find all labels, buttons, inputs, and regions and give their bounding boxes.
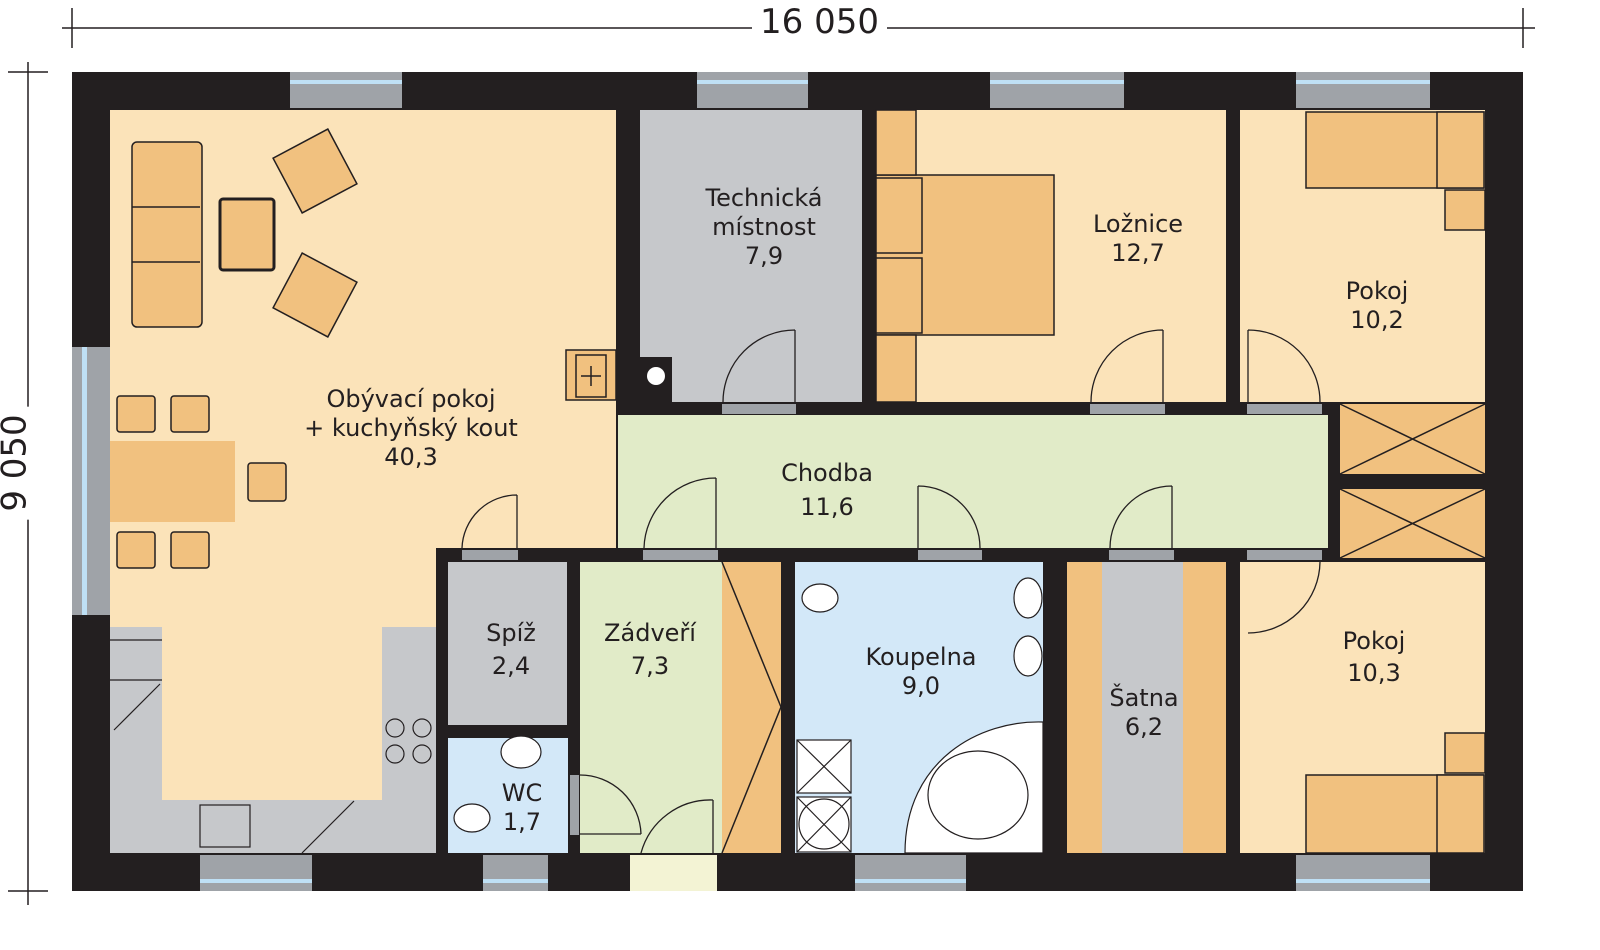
nightstand [1444,189,1486,231]
room-technical [640,110,862,402]
chair [170,395,210,433]
dining-table [110,441,235,522]
width-dimension: 16 050 [752,2,887,42]
room-pantry [448,562,567,725]
nightstand [875,334,917,403]
door-thresholds [462,404,1322,835]
entrance-door-threshold [630,855,717,891]
window [1296,72,1430,108]
window [483,855,548,891]
toilet [453,803,491,833]
chair [247,462,287,502]
closet-shelf-right [1183,562,1226,853]
kitchen-counter-right [382,627,436,800]
nightstand [875,109,917,176]
chair [170,531,210,569]
hob [385,718,405,738]
washbasin [500,735,542,769]
room-entry [580,562,722,853]
coffee-table [218,197,276,272]
window [990,72,1124,108]
doors [461,329,1321,854]
toilet [801,583,839,613]
room-hallway [618,415,1328,548]
entry-wardrobe [722,562,781,853]
window [200,855,312,891]
washbasin [1013,577,1043,619]
window [1296,855,1430,891]
nightstand [1444,732,1486,774]
washbasin [1013,635,1043,677]
armchair [272,252,358,338]
window [855,855,966,891]
window [697,72,808,108]
chair [116,395,156,433]
armchair [272,128,358,214]
sink [199,804,251,848]
window-left [72,347,110,615]
chair [116,531,156,569]
sofa [131,141,203,328]
window [290,72,402,108]
closet-shelf-left [1067,562,1102,853]
kitchen-counter-bottom [110,800,436,853]
